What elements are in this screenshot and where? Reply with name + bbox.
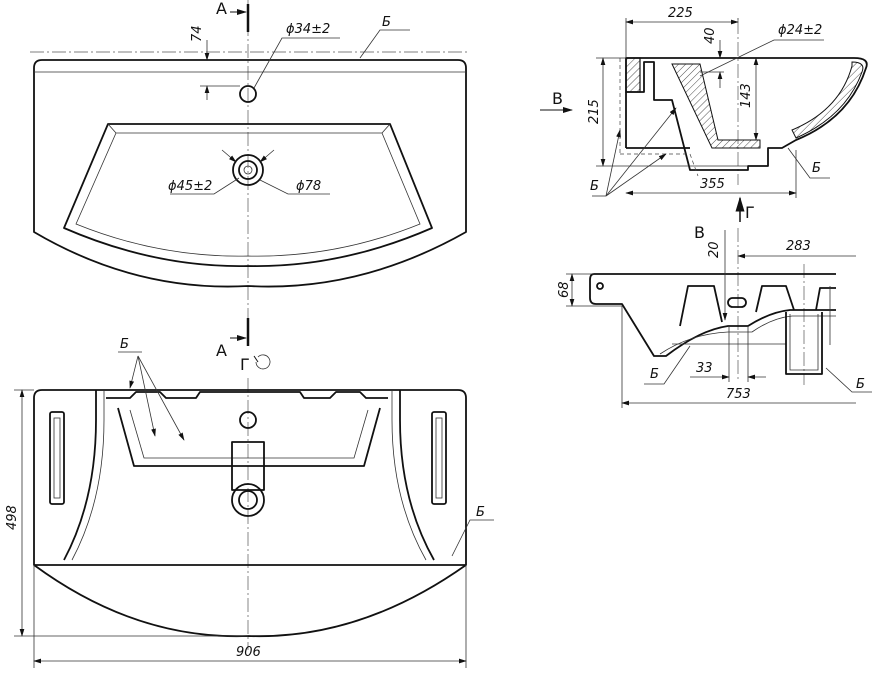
- dim-33: 33: [696, 361, 713, 376]
- dim-68: 68: [557, 281, 572, 298]
- view-mark-b: В: [552, 89, 563, 108]
- dim-215: 215: [587, 99, 602, 124]
- dim-74: 74: [190, 25, 205, 42]
- dim-283: 283: [786, 239, 811, 254]
- dim-225: 225: [668, 6, 693, 21]
- dim-143: 143: [739, 83, 754, 108]
- section-mark-a-bottom: А: [216, 341, 227, 360]
- view-mark-g: Г: [745, 203, 755, 222]
- dim-906: 906: [236, 645, 261, 660]
- drain-neck: [231, 441, 265, 491]
- section-mark-a-top: А: [216, 0, 227, 18]
- surface-mark-b-right: Б: [856, 377, 865, 392]
- label-tap-hole-diameter: ϕ34±2: [286, 22, 330, 37]
- bottom-view: Г Б Б 498 906: [5, 337, 494, 668]
- left-rail: [49, 411, 65, 505]
- label-drain-outer-diameter: ϕ78: [296, 179, 321, 194]
- top-view: А А 74 ϕ34±2 Б ϕ45±2 ϕ78: [30, 0, 470, 360]
- label-drain-inner-diameter: ϕ45±2: [168, 179, 212, 194]
- view-b-outline: [589, 273, 836, 357]
- basin-outline: [33, 59, 467, 288]
- surface-mark-b: Б: [382, 15, 391, 30]
- surface-mark-b-left: Б: [120, 337, 129, 352]
- dim-20: 20: [707, 241, 722, 258]
- view-mark-b: В: [694, 223, 705, 242]
- surface-mark-b-right: Б: [812, 161, 821, 176]
- surface-mark-b-left: Б: [590, 179, 599, 194]
- view-mark-g: Г: [240, 355, 250, 374]
- bowl-outline: [63, 123, 433, 267]
- surface-mark-b-left: Б: [650, 367, 659, 382]
- view-b: В 20 283 68 Б 33 753: [557, 223, 872, 408]
- tap-hole: [239, 85, 257, 103]
- surface-mark-b-right: Б: [476, 505, 485, 520]
- dim-753: 753: [726, 387, 751, 402]
- right-rail: [431, 411, 447, 505]
- section-a-view: 225 40 ϕ24±2 В 215 143 Б Б 355 Г: [540, 6, 868, 222]
- drain-outlet: [231, 483, 265, 517]
- dim-498: 498: [5, 505, 20, 530]
- drain-hole: [232, 154, 264, 186]
- dim-40: 40: [703, 27, 718, 44]
- basin-bottom-outline: [33, 389, 467, 638]
- label-overflow-diameter: ϕ24±2: [778, 23, 822, 38]
- dim-355: 355: [700, 177, 725, 192]
